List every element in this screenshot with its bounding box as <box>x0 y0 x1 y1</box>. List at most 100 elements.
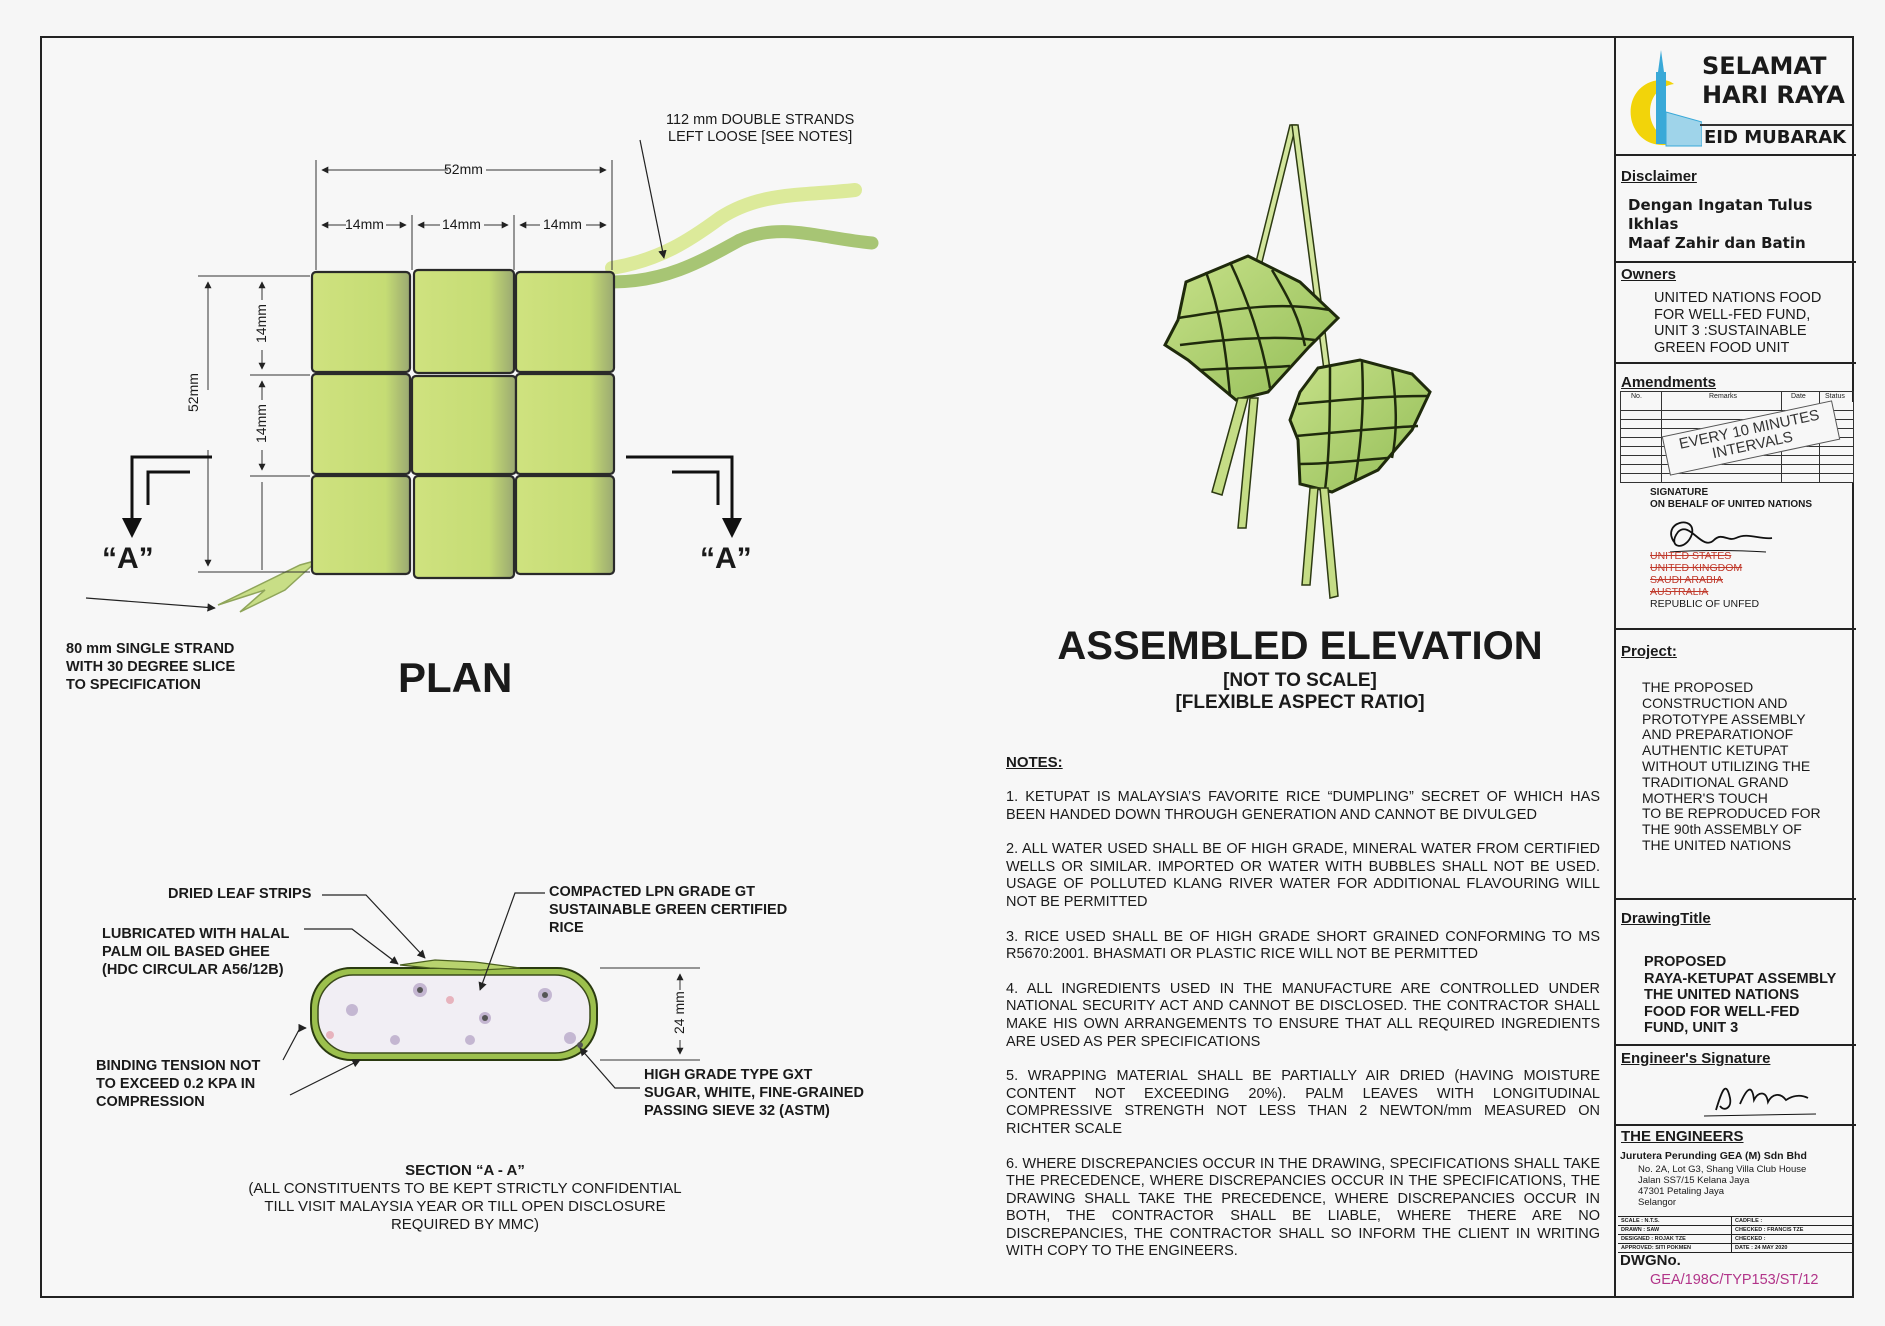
note-item: 4. ALL INGREDIENTS USED IN THE MANUFACTU… <box>1006 980 1600 1050</box>
ketupat-upper <box>1163 254 1341 529</box>
dim-row-2: 14mm <box>253 404 269 443</box>
section-caption: SECTION “A - A” (ALL CONSTITUENTS TO BE … <box>230 1162 700 1234</box>
rice-grains-dark <box>417 987 583 1048</box>
label-binding-line: TO EXCEED 0.2 KPA IN <box>96 1076 256 1092</box>
amend-col-date: Date <box>1791 393 1806 400</box>
logo-line: HARI RAYA <box>1702 81 1845 109</box>
label-sugar: HIGH GRADE TYPE GXT SUGAR, WHITE, FINE-G… <box>644 1066 864 1120</box>
meta-row: DESIGNED : ROJAK TZE CHECKED : <box>1618 1235 1852 1244</box>
un-signature <box>1669 521 1773 553</box>
strands-note-line: LEFT LOOSE [SEE NOTES] <box>668 129 853 145</box>
project-line: TRADITIONAL GRAND <box>1642 773 1789 790</box>
project-line: THE 90th ASSEMBLY OF <box>1642 821 1802 838</box>
amend-col-status: Status <box>1825 393 1845 400</box>
disclaimer-line: Dengan Ingatan Tulus Ikhlas <box>1628 196 1813 233</box>
elevation-subtitle-line: [NOT TO SCALE] <box>1223 670 1377 691</box>
elevation-title: ASSEMBLED ELEVATION <box>1057 624 1543 668</box>
section-caption-line: (ALL CONSTITUENTS TO BE KEPT STRICTLY CO… <box>248 1180 682 1197</box>
label-compacted-line: COMPACTED LPN GRADE GT <box>549 884 755 900</box>
dried-leaf-strip <box>399 959 521 971</box>
single-strand-note: 80 mm SINGLE STRAND WITH 30 DEGREE SLICE… <box>66 640 235 694</box>
address-line: Selangor <box>1638 1197 1677 1208</box>
signature-label: SIGNATURE ON BEHALF OF UNITED NATIONS <box>1650 487 1812 511</box>
countries-list: UNITED STATES UNITED KINGDOM SAUDI ARABI… <box>1650 550 1759 610</box>
section-marker-left: “A” <box>102 542 154 575</box>
meta-cell: APPROVED: SITI POKMEN <box>1618 1244 1732 1252</box>
disclaimer-line: Maaf Zahir dan Batin <box>1628 234 1806 252</box>
project-line: MOTHER'S TOUCH <box>1642 789 1768 806</box>
label-sugar-line: SUGAR, WHITE, FINE-GRAINED <box>644 1085 864 1101</box>
republic-name: REPUBLIC OF UNFED <box>1650 598 1760 610</box>
meta-cell: CHECKED : FRANCIS TZE <box>1735 1227 1804 1233</box>
meta-cell: DESIGNED : ROJAK TZE <box>1618 1235 1732 1243</box>
label-compacted-line: RICE <box>549 920 584 936</box>
single-strand <box>217 559 319 613</box>
mosque-crescent-icon <box>1630 50 1702 147</box>
double-strand-dark <box>605 225 879 289</box>
single-strand-note-line: TO SPECIFICATION <box>66 677 201 693</box>
drawing-title-line: THE UNITED NATIONS <box>1644 987 1800 1003</box>
label-dried-leaf: DRIED LEAF STRIPS <box>168 886 312 902</box>
owners-text: UNITED NATIONS FOOD FOR WELL-FED FUND, U… <box>1654 290 1821 356</box>
label-sugar-line: HIGH GRADE TYPE GXT <box>644 1067 813 1083</box>
project-line: TO BE REPRODUCED FOR <box>1642 805 1821 822</box>
drawing-title-line: FUND, UNIT 3 <box>1644 1020 1739 1036</box>
engineers-heading: THE ENGINEERS <box>1621 1128 1744 1145</box>
owners-line: GREEN FOOD UNIT <box>1654 339 1790 356</box>
meta-row: SCALE : N.T.S. CADFILE : <box>1618 1217 1852 1226</box>
dim-overall-height: 52mm <box>185 373 201 412</box>
project-line: AND PREPARATIONOF <box>1642 726 1794 743</box>
label-binding-line: COMPRESSION <box>96 1094 205 1110</box>
title-block: SELAMAT HARI RAYA EID MUBARAK Disclaimer… <box>1614 36 1856 1298</box>
meta-row: APPROVED: SITI POKMEN DATE : 24 MAY 2020 <box>1618 1244 1852 1253</box>
amend-col-no: No. <box>1631 393 1642 400</box>
label-compacted-rice: COMPACTED LPN GRADE GT SUSTAINABLE GREEN… <box>549 883 787 937</box>
meta-cell: SCALE : N.T.S. <box>1618 1217 1732 1225</box>
engineer-signature <box>1703 1087 1817 1117</box>
project-heading: Project: <box>1621 643 1677 660</box>
project-line: WITHOUT UTILIZING THE <box>1642 757 1811 774</box>
struck-country: AUSTRALIA <box>1650 586 1709 598</box>
plan-title: PLAN <box>398 654 513 701</box>
strands-note: 112 mm DOUBLE STRANDS LEFT LOOSE [SEE NO… <box>666 112 854 146</box>
project-line: AUTHENTIC KETUPAT <box>1642 742 1789 759</box>
ketupat-lower <box>1288 358 1432 599</box>
strands-note-line: 112 mm DOUBLE STRANDS <box>666 112 855 128</box>
project-line: THE PROPOSED <box>1642 679 1754 695</box>
label-binding-tension: BINDING TENSION NOT TO EXCEED 0.2 KPA IN… <box>96 1057 260 1111</box>
elevation-subtitle: [NOT TO SCALE] [FLEXIBLE ASPECT RATIO] <box>1000 670 1600 714</box>
meta-cell: CADFILE : <box>1735 1218 1763 1224</box>
disclaimer-heading: Disclaimer <box>1621 168 1697 185</box>
elevation-drawing <box>1163 124 1432 599</box>
elevation-subtitle-line: [FLEXIBLE ASPECT RATIO] <box>1175 692 1425 713</box>
label-lubricated: LUBRICATED WITH HALAL PALM OIL BASED GHE… <box>102 925 289 979</box>
drawing-title-text: PROPOSED RAYA-KETUPAT ASSEMBLY THE UNITE… <box>1644 954 1836 1037</box>
address-line: 47301 Petaling Jaya <box>1638 1186 1725 1197</box>
section-caption-title: SECTION “A - A” <box>405 1162 525 1179</box>
section-caption-line: TILL VISIT MALAYSIA YEAR OR TILL OPEN DI… <box>264 1198 666 1215</box>
logo-subtext: EID MUBARAK <box>1704 127 1847 148</box>
address-line: No. 2A, Lot G3, Shang Villa Club House <box>1638 1164 1807 1175</box>
logo-line: SELAMAT <box>1702 52 1827 80</box>
ketupat-plan-grid <box>310 268 616 580</box>
signature-label-line: SIGNATURE <box>1650 487 1709 498</box>
drawing-sheet <box>40 36 1854 1298</box>
dim-cell-2: 14mm <box>442 216 481 232</box>
firm-address: No. 2A, Lot G3, Shang Villa Club House J… <box>1638 1164 1806 1208</box>
label-lubricated-line: LUBRICATED WITH HALAL <box>102 926 290 942</box>
dwg-no: GEA/198C/TYP153/ST/12 <box>1650 1272 1819 1288</box>
amend-col-remarks: Remarks <box>1709 393 1738 400</box>
owners-line: UNITED NATIONS FOOD <box>1654 290 1822 306</box>
owners-line: FOR WELL-FED FUND, <box>1654 306 1811 323</box>
meta-cell: DATE : 24 MAY 2020 <box>1735 1245 1788 1251</box>
dim-cell-3: 14mm <box>543 216 582 232</box>
dim-overall-width: 52mm <box>444 161 483 177</box>
label-compacted-line: SUSTAINABLE GREEN CERTIFIED <box>549 902 788 918</box>
signature-label-line: ON BEHALF OF UNITED NATIONS <box>1650 499 1813 510</box>
section-view <box>282 892 700 1096</box>
struck-country: UNITED KINGDOM <box>1650 562 1743 574</box>
double-strand-light <box>605 183 862 275</box>
owners-heading: Owners <box>1621 266 1677 283</box>
note-item: 6. WHERE DISCREPANCIES OCCUR IN THE DRAW… <box>1006 1155 1600 1260</box>
single-strand-note-line: 80 mm SINGLE STRAND <box>66 641 235 657</box>
